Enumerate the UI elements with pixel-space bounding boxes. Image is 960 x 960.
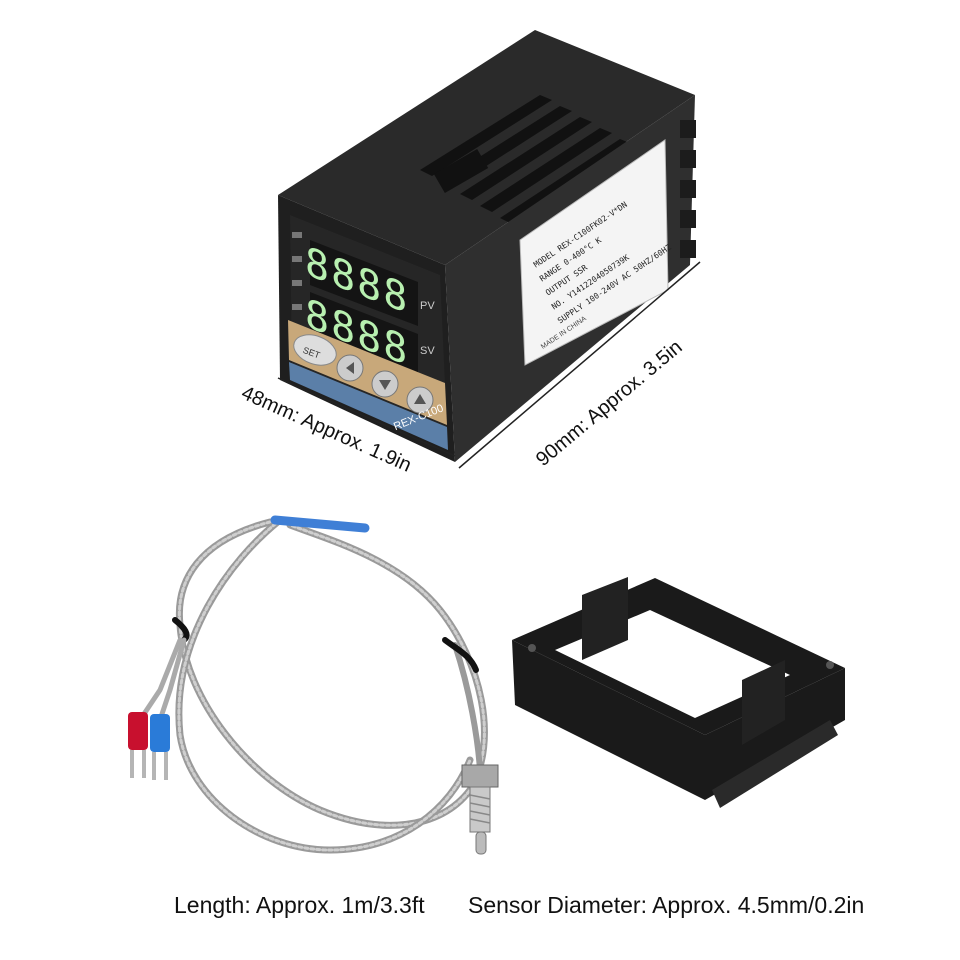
- thermocouple-probe: [137, 515, 488, 854]
- length-caption: Length: Approx. 1m/3.3ft: [174, 892, 425, 918]
- probe-screw: [461, 764, 499, 855]
- red-terminal: [128, 712, 148, 750]
- sv-label: SV: [420, 345, 435, 357]
- pv-label: PV: [420, 300, 435, 312]
- blue-terminal: [150, 714, 170, 752]
- width-dimension-line: [277, 377, 456, 457]
- temperature-controller: [278, 30, 696, 462]
- mounting-bracket: [512, 577, 845, 808]
- sensor-diameter-caption: Sensor Diameter: Approx. 4.5mm/0.2in: [468, 892, 865, 918]
- depth-dimension-line: [458, 261, 701, 469]
